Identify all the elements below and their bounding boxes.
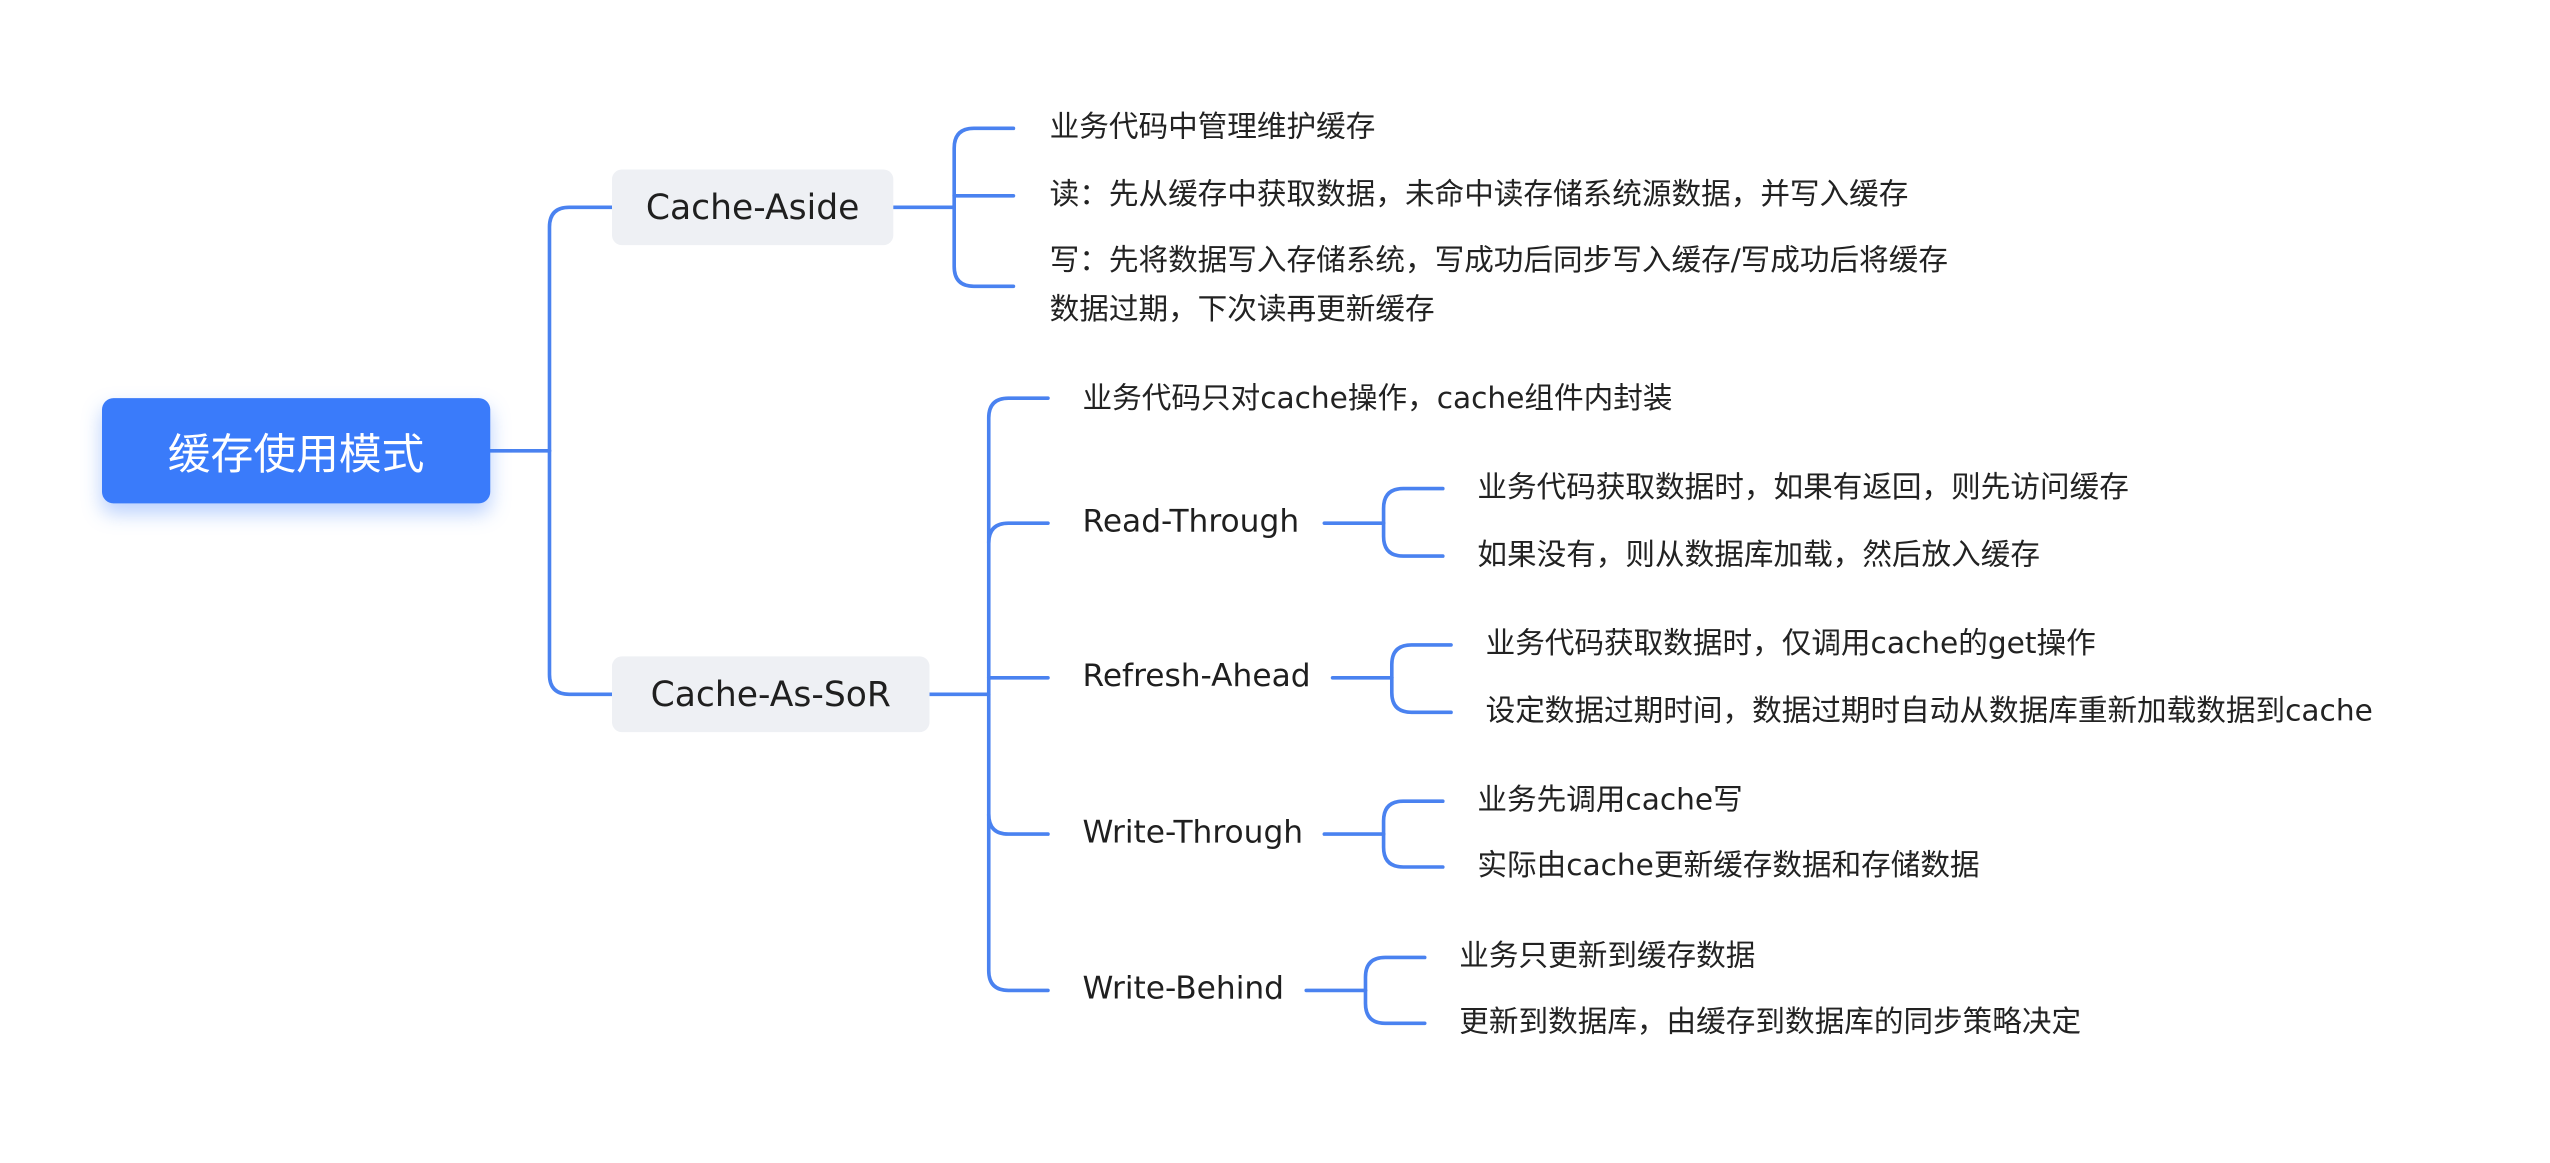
connector-root-to-cache-aside (547, 205, 614, 453)
connector-cache-aside-to-manage (952, 126, 1016, 210)
connector-write-behind-to-leaf1 (1363, 955, 1427, 993)
leaf-read-through-1[interactable]: 业务代码获取数据时，如果有返回，则先访问缓存 (1477, 470, 2129, 506)
connector-read-through-to-leaf2 (1381, 521, 1445, 558)
connector-read-through-to-leaf1 (1381, 486, 1445, 525)
connector-sor-to-write-behind (986, 692, 1050, 993)
connector-write-through-to-leaf2 (1381, 832, 1445, 869)
leaf-cache-aside-write[interactable]: 写：先将数据写入存储系统，写成功后同步写入缓存/写成功后将缓存 数据过期，下次读… (1050, 237, 1948, 336)
leaf-cache-as-sor-intro[interactable]: 业务代码只对cache操作，cache组件内封装 (1082, 381, 1673, 417)
leaf-write-behind-2[interactable]: 更新到数据库，由缓存到数据库的同步策略决定 (1459, 1005, 2082, 1040)
leaf-cache-aside-write-line2: 数据过期，下次读再更新缓存 (1049, 292, 1435, 328)
branch-cache-as-sor[interactable]: Cache-As-SoR (611, 656, 930, 733)
root-topic[interactable]: 缓存使用模式 (101, 398, 491, 504)
leaf-write-through-2[interactable]: 实际由cache更新缓存数据和存储数据 (1477, 848, 1980, 884)
connector-refresh-ahead-to-leaf2 (1389, 675, 1453, 715)
leaf-write-behind-1[interactable]: 业务只更新到缓存数据 (1459, 939, 1756, 974)
leaf-refresh-ahead-2[interactable]: 设定数据过期时间，数据过期时自动从数据库重新加载数据到cache (1485, 694, 2373, 729)
leaf-cache-aside-read[interactable]: 读：先从缓存中获取数据，未命中读存储系统源数据，并写入缓存 (1049, 177, 1909, 213)
leaf-write-through-1[interactable]: 业务先调用cache写 (1477, 783, 1743, 818)
connector-sor-to-read-through (986, 521, 1050, 545)
topic-refresh-ahead[interactable]: Refresh-Ahead (1082, 658, 1311, 695)
connector-sor-to-write-through (986, 812, 1050, 836)
connector-root-to-cache-as-sor (547, 448, 614, 697)
connector-write-through-to-leaf1 (1381, 799, 1445, 836)
connector-refresh-ahead-to-leaf1 (1389, 643, 1453, 680)
leaf-cache-aside-write-line1: 写：先将数据写入存储系统，写成功后同步写入缓存/写成功后将缓存 (1049, 243, 1948, 279)
leaf-refresh-ahead-1[interactable]: 业务代码获取数据时，仅调用cache的get操作 (1485, 626, 2096, 662)
topic-read-through[interactable]: Read-Through (1082, 503, 1300, 540)
branch-cache-aside[interactable]: Cache-Aside (611, 169, 894, 246)
topic-write-through[interactable]: Write-Through (1082, 814, 1304, 851)
connector-cache-aside-to-write (952, 205, 1016, 289)
topic-write-behind[interactable]: Write-Behind (1082, 970, 1285, 1007)
leaf-read-through-2[interactable]: 如果没有，则从数据库加载，然后放入缓存 (1477, 537, 2040, 573)
connector-write-behind-to-leaf2 (1363, 988, 1427, 1026)
leaf-cache-aside-manage[interactable]: 业务代码中管理维护缓存 (1049, 110, 1376, 145)
connector-sor-to-intro (986, 396, 1050, 697)
